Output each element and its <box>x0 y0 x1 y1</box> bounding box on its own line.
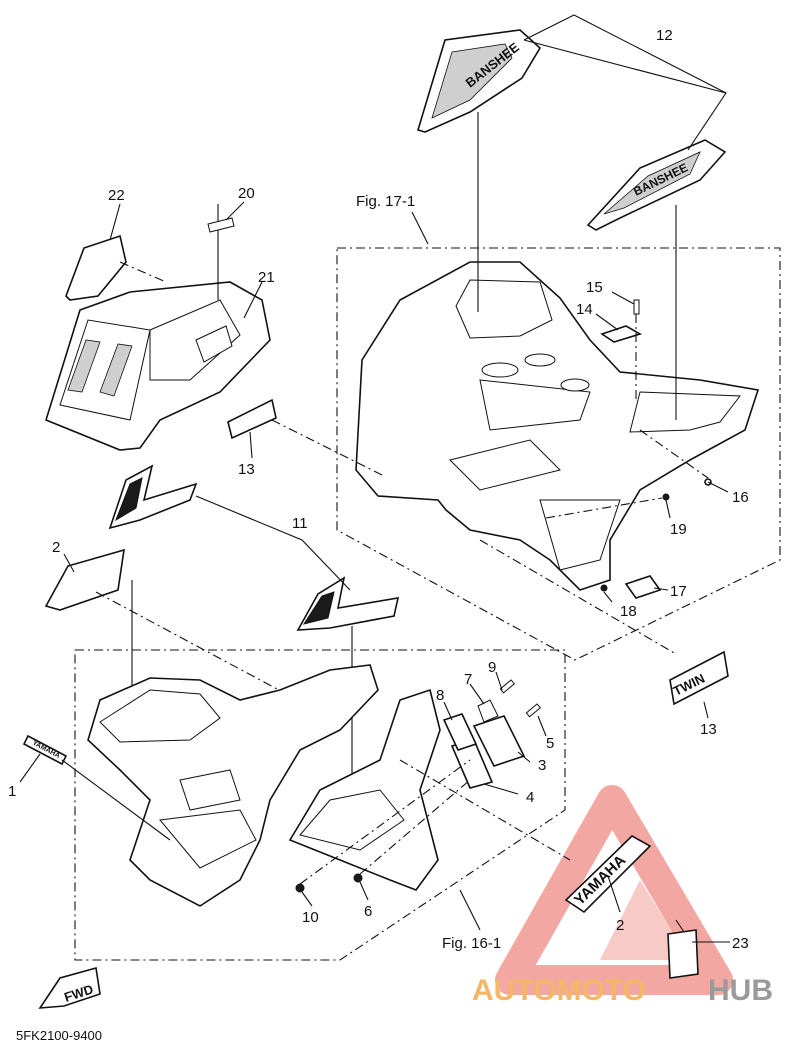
callout-2: 2 <box>52 539 60 556</box>
part-8-frame <box>442 713 478 751</box>
callout-23: 23 <box>732 935 749 952</box>
callout-2-right: 2 <box>616 917 624 934</box>
callout-3: 3 <box>538 757 546 774</box>
part-17-plate <box>624 575 662 599</box>
fig-16-1-group-box <box>74 649 566 961</box>
callout-21: 21 <box>258 269 275 286</box>
callout-10: 10 <box>302 909 319 926</box>
callout-13: 13 <box>238 461 255 478</box>
callout-7: 7 <box>464 671 472 688</box>
part-18-bolt <box>600 584 608 592</box>
part-6-nut <box>353 873 363 883</box>
callout-18: 18 <box>620 603 637 620</box>
part-20-label <box>207 217 235 233</box>
callout-22: 22 <box>108 187 125 204</box>
callout-4: 4 <box>526 789 534 806</box>
rear-cover <box>45 281 271 451</box>
fig-17-1-group-box <box>336 247 781 661</box>
twin-decal: TWIN <box>669 650 729 706</box>
part-13-pad-left <box>227 398 277 440</box>
callout-11: 11 <box>292 515 308 532</box>
rear-fender <box>355 261 760 591</box>
part-1-yamaha-small: YAMAHA <box>22 734 68 766</box>
front-fender <box>87 664 441 907</box>
callout-16: 16 <box>732 489 749 506</box>
fwd-arrow-icon: FWD <box>38 966 101 1009</box>
callout-20: 20 <box>238 185 255 202</box>
callout-15: 15 <box>586 279 603 296</box>
callout-5: 5 <box>546 735 554 752</box>
v-decal-right <box>296 576 400 631</box>
part-14-pad <box>600 325 643 343</box>
part-23-tag <box>667 919 699 979</box>
callout-13-right: 13 <box>700 721 717 738</box>
watermark-text: AUTOMOTO HUB <box>472 974 773 1007</box>
callout-9: 9 <box>488 659 496 676</box>
part-7-gasket <box>477 699 499 723</box>
fig-17-1-ref: Fig. 17-1 <box>356 193 415 210</box>
callout-17: 17 <box>670 583 687 600</box>
part-19-nut <box>662 493 670 501</box>
callout-1: 1 <box>8 783 16 800</box>
part-code: 5FK2100-9400 <box>16 1028 102 1043</box>
part-2-stripe-left <box>44 548 125 611</box>
part-5-screw <box>525 703 541 718</box>
callout-12: 12 <box>656 27 673 44</box>
watermark-brand-1: AUTOMOTO <box>472 974 646 1007</box>
callout-19: 19 <box>670 521 687 538</box>
part-10-nut <box>295 883 305 893</box>
v-decal-left <box>108 464 198 530</box>
part-9-screw <box>499 679 515 694</box>
callout-6: 6 <box>364 903 372 920</box>
watermark-brand-2: HUB <box>708 974 773 1007</box>
part-22-decal <box>65 234 127 301</box>
banshee-decal-lower: BANSHEE <box>586 139 727 231</box>
banshee-decal-upper: BANSHEE <box>417 29 542 133</box>
part-15-screw <box>633 299 640 315</box>
fig-16-1-ref: Fig. 16-1 <box>442 935 501 952</box>
part-3-plate <box>472 715 526 767</box>
callout-8: 8 <box>436 687 444 704</box>
callout-14: 14 <box>576 301 593 318</box>
